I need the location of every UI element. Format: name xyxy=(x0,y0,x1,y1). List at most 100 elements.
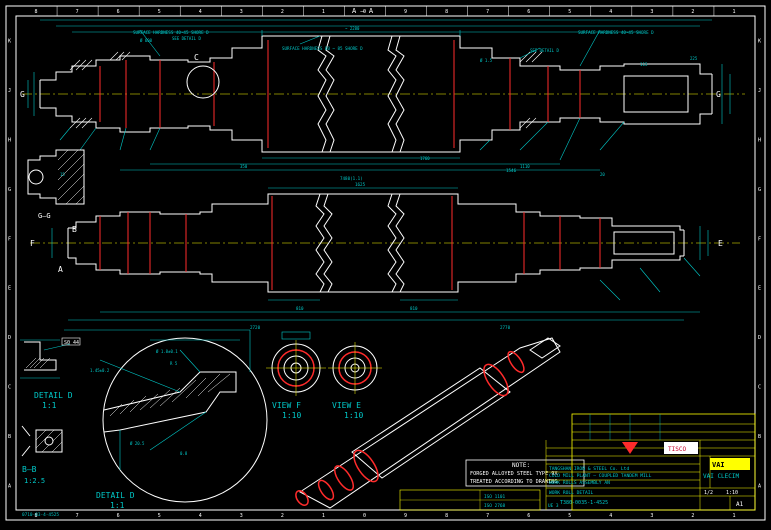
dimensions-top xyxy=(27,19,731,171)
b-marker: B xyxy=(72,225,77,234)
zone-marker-bottom-10: 8 xyxy=(445,513,448,519)
a-marker: A xyxy=(58,265,63,274)
dim-2770: 2770 xyxy=(500,325,511,330)
section-bb: B—B 1:2.5 xyxy=(21,425,63,485)
zone-marker-top-1: 7 xyxy=(76,9,79,15)
zone-marker-top-11: 7 xyxy=(486,9,489,15)
right-key-slot xyxy=(623,75,689,113)
section-bb-label: B—B xyxy=(22,465,37,474)
svg-text:20: 20 xyxy=(600,172,605,177)
note-heading: NOTE: xyxy=(512,462,530,469)
dim-810-b: 810 xyxy=(410,306,418,311)
zone-marker-top-16: 2 xyxy=(691,9,694,15)
zone-marker-top-9: 9 xyxy=(404,9,407,15)
zone-marker-right-9: A xyxy=(758,483,761,489)
detail-d-circle xyxy=(102,337,268,503)
bottom-mid-b: ISO 2768 xyxy=(484,503,506,509)
line-d: WORK ROLL DETAIL xyxy=(549,490,593,496)
view-e-label: VIEW E xyxy=(332,401,361,410)
elev-break-4 xyxy=(395,193,405,293)
zone-marker-left-9: A xyxy=(8,483,11,489)
elev-outline-upper xyxy=(68,193,684,231)
zone-marker-left-5: E xyxy=(8,286,11,292)
elev-outline-lower xyxy=(68,255,684,293)
zone-marker-top-13: 5 xyxy=(568,9,571,15)
detail-d-dim-text: Ø 1.8±0.1R 51.45±0.2 Ø 20.50.8 xyxy=(90,349,188,456)
zone-marker-bottom-0: 8 xyxy=(35,513,38,519)
view-f-scale: 1:10 xyxy=(282,411,301,420)
section-bb-scale: 1:2.5 xyxy=(24,477,45,485)
svg-text:Ø 1.8±0.1: Ø 1.8±0.1 xyxy=(156,349,178,354)
zone-marker-bottom-11: 7 xyxy=(486,513,489,519)
hidden-lines-mid xyxy=(99,196,601,290)
zone-marker-left-6: D xyxy=(8,335,11,341)
zone-marker-top-14: 4 xyxy=(609,9,612,15)
zone-marker-bottom-12: 6 xyxy=(527,513,530,519)
elev-break-2 xyxy=(323,193,333,293)
zone-marker-left-3: G xyxy=(8,187,11,193)
svg-text:225: 225 xyxy=(690,56,698,61)
dim-115: 115 xyxy=(640,62,648,67)
elev-key-slot xyxy=(613,231,675,255)
zone-marker-bottom-17: 1 xyxy=(732,513,735,519)
svg-text:1.45±0.2: 1.45±0.2 xyxy=(90,368,110,373)
view-e-scale: 1:10 xyxy=(344,411,363,420)
brand-vai-clecim: VAI CLECIM xyxy=(703,473,740,480)
hatch-left-top xyxy=(69,51,543,129)
zone-marker-bottom-3: 5 xyxy=(158,513,161,519)
detail-d-dims xyxy=(64,329,251,470)
company-a: TANGSHAN IRON & STEEL Co. Ltd xyxy=(549,466,629,472)
iso-barrel xyxy=(351,367,511,479)
svg-text:0.8: 0.8 xyxy=(180,451,188,456)
g-marker-left: G xyxy=(20,90,25,99)
section-gg-bore xyxy=(28,169,44,185)
svg-text:1760: 1760 xyxy=(420,156,430,161)
zone-marker-right-8: B xyxy=(758,434,761,440)
dim-1625: 1625 xyxy=(355,182,366,187)
section-aa-title: A — A xyxy=(352,7,374,15)
zone-marker-bottom-9: 9 xyxy=(404,513,407,519)
detail-d-large: Ø 1.8±0.1R 51.45±0.2 Ø 20.50.8 DETAIL D … xyxy=(64,329,268,510)
dim-2720: 2720 xyxy=(250,325,261,330)
isometric-roll xyxy=(295,337,561,509)
break-line-4 xyxy=(395,35,405,153)
zone-marker-bottom-13: 5 xyxy=(568,513,571,519)
view-e: VIEW E 1:10 xyxy=(328,342,382,420)
view-f: VIEW F 1:10 xyxy=(266,331,326,420)
zone-marker-right-5: E xyxy=(758,286,761,292)
zone-marker-top-2: 6 xyxy=(117,9,120,15)
dim-text-mid: 1625 2720 2770 810 810 7480(1.1) 1546 11… xyxy=(250,62,648,330)
hardness-note-mid: SURFACE HARDNESS 80 ~ 85 SHORE D xyxy=(282,46,363,51)
hardness-note-right: SURFACE HARDNESS 40~45 SHORE D xyxy=(578,30,654,35)
hidden-lines-top xyxy=(99,40,581,148)
detail-c-circle xyxy=(186,65,220,99)
company-b: COLD MILL PLANT – COUPLED TANDEM MILL xyxy=(549,473,652,479)
zone-marker-bottom-8: 0 xyxy=(363,513,366,519)
side-tag: S0 44 xyxy=(64,340,79,346)
svg-text:15: 15 xyxy=(60,172,65,177)
zone-marker-left-2: H xyxy=(8,138,11,144)
detail-d-profile xyxy=(103,371,237,433)
zone-marker-right-7: C xyxy=(758,385,761,391)
section-gg: G—G xyxy=(27,149,85,220)
svg-text:Ø 1.5: Ø 1.5 xyxy=(480,58,493,63)
zone-marker-left-1: J xyxy=(8,88,11,94)
zone-marker-top-8: 0 xyxy=(363,9,366,15)
detail-d2-label: DETAIL D xyxy=(96,491,135,500)
tisco-logo: TISCO xyxy=(668,446,686,453)
note-box: NOTE: FORGED ALLOYED STEEL TYPE 9X TREAT… xyxy=(465,459,585,487)
bottom-mid-a: ISO 1101 xyxy=(484,494,506,500)
zone-marker-bottom-1: 7 xyxy=(76,513,79,519)
zone-marker-left-7: C xyxy=(8,385,11,391)
line-c: WORK ROLLS ASSEMBLY AN xyxy=(549,480,610,486)
zone-marker-right-1: J xyxy=(758,88,761,94)
elev-break-1 xyxy=(315,193,325,293)
g-marker-right: G xyxy=(716,90,721,99)
zone-marker-top-7: 1 xyxy=(322,9,325,15)
detail-d2-scale: 1:1 xyxy=(110,501,125,510)
break-line-1 xyxy=(317,35,327,153)
detail-d1-label: DETAIL D xyxy=(34,391,73,400)
